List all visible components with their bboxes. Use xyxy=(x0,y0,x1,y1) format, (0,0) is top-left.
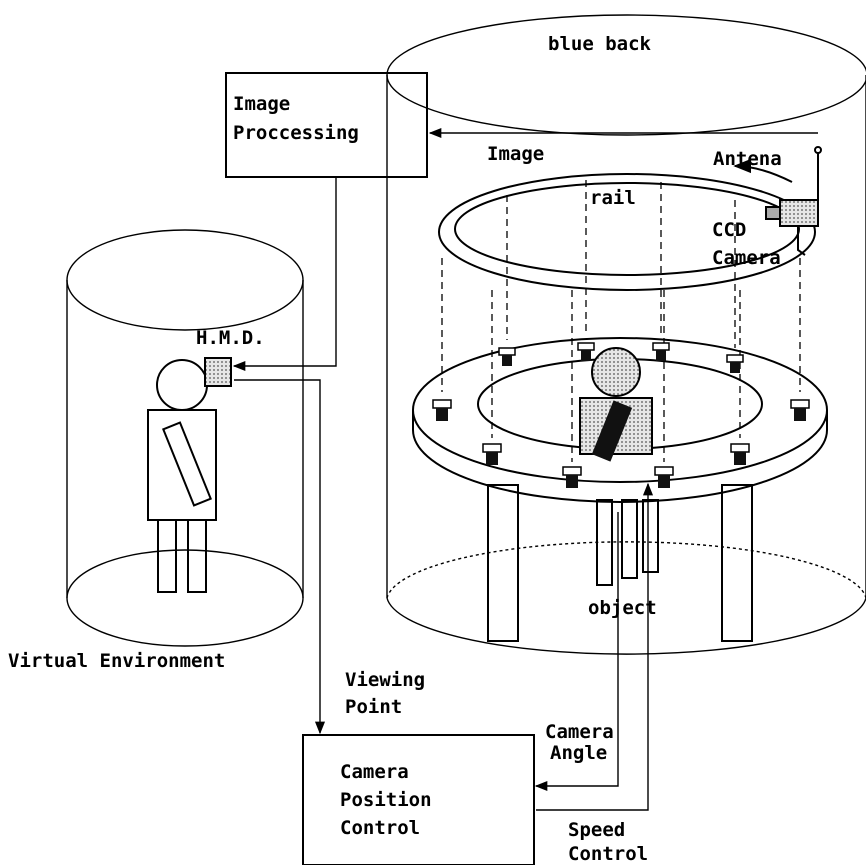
label-image-processing-2: Proccessing xyxy=(233,122,359,144)
camera-angle-line xyxy=(534,512,619,792)
camera-position-control-box xyxy=(302,734,535,865)
label-camera-angle-2: Angle xyxy=(550,742,607,764)
turntable-legs xyxy=(487,484,753,642)
label-cpc-2: Position xyxy=(340,789,432,811)
label-object: object xyxy=(588,597,657,619)
label-cpc-3: Control xyxy=(340,817,420,839)
label-antena: Antena xyxy=(713,148,782,170)
label-rail: rail xyxy=(590,187,636,209)
label-image-processing-1: Image xyxy=(233,93,290,115)
hmd-to-control-line xyxy=(234,379,326,735)
blue-back-cylinder xyxy=(386,14,866,655)
turntable-cameras xyxy=(432,342,810,488)
label-viewing-point: Point xyxy=(345,696,402,718)
rotation-arrow xyxy=(733,158,793,183)
label-hmd: H.M.D. xyxy=(196,327,265,349)
label-viewing: Viewing xyxy=(345,669,425,691)
label-ccd: CCD xyxy=(712,219,746,241)
virtual-environment-cylinder xyxy=(66,229,304,647)
hmd-device xyxy=(204,357,232,387)
object-figure xyxy=(579,347,653,462)
rail-support-lines xyxy=(441,180,801,462)
label-blue-back: blue back xyxy=(548,33,652,55)
image-processing-box xyxy=(225,72,428,178)
label-ccd-camera: Camera xyxy=(712,247,781,269)
label-cpc-1: Camera xyxy=(340,761,409,783)
processing-to-hmd-line xyxy=(232,177,337,372)
label-camera-angle-1: Camera xyxy=(545,721,614,743)
label-image: Image xyxy=(487,143,544,165)
speed-control-line xyxy=(536,482,654,811)
label-speed: Speed xyxy=(568,819,625,841)
user-figure xyxy=(147,359,217,593)
ccd-camera xyxy=(765,146,822,256)
label-speed-control: Control xyxy=(568,843,648,865)
label-virtual-environment: Virtual Environment xyxy=(8,650,225,672)
